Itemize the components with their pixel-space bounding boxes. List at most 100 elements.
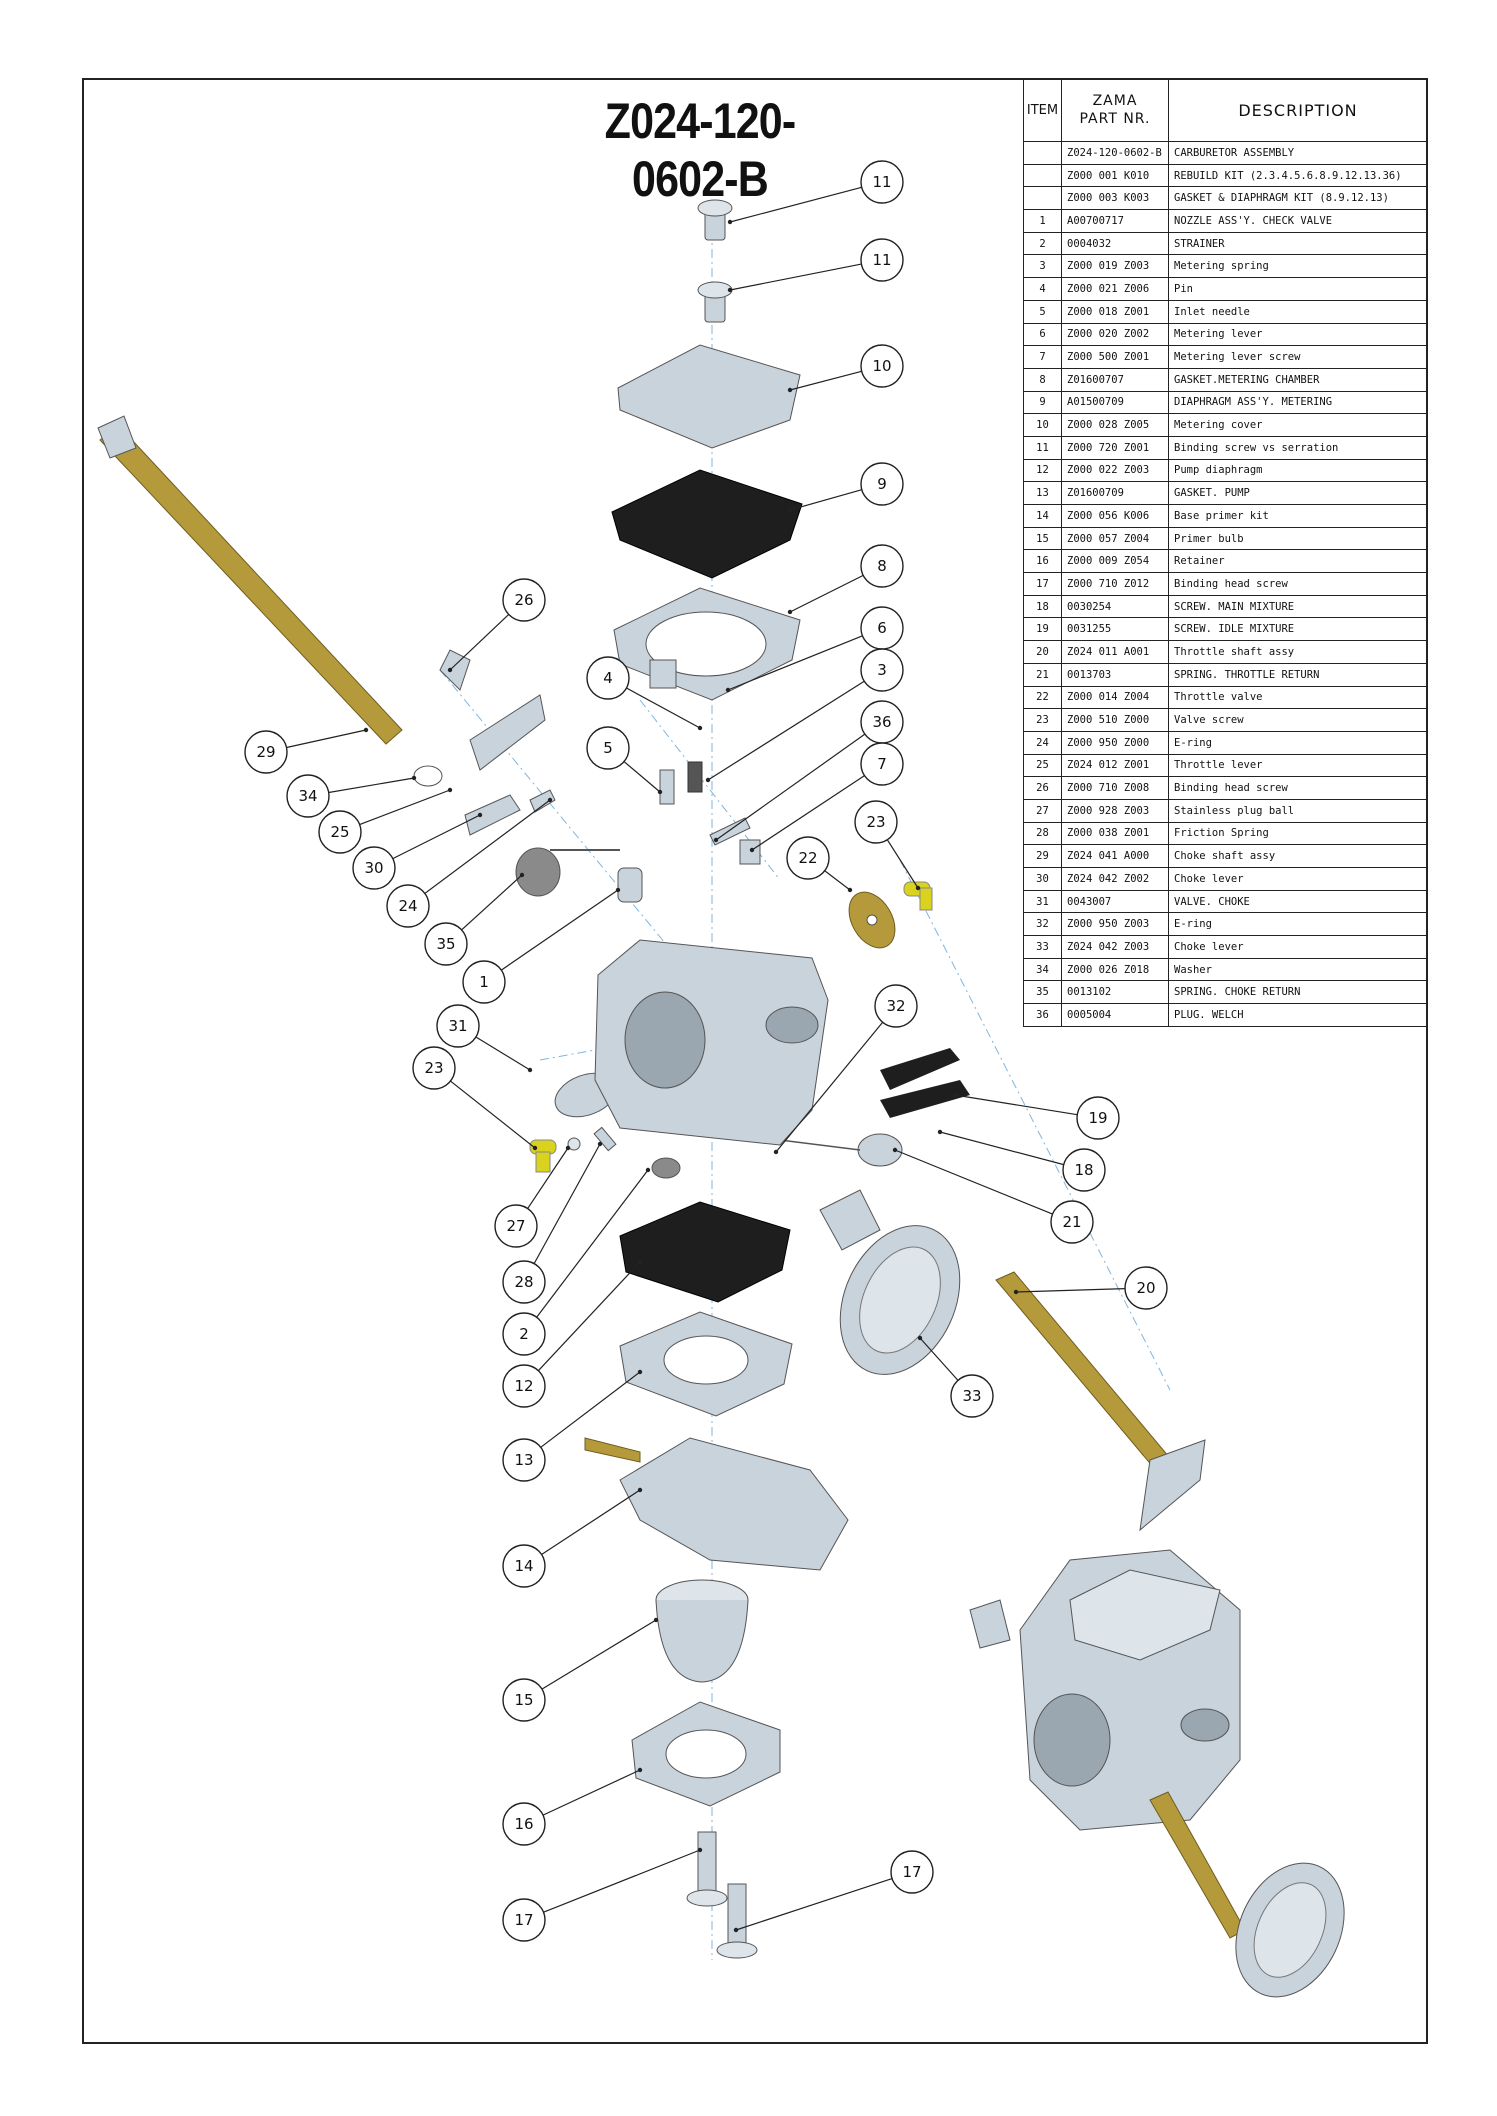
callout-item-15: 15 [502,1617,659,1722]
callout-leader-line [286,729,367,749]
callout-leader-tip [615,887,621,893]
callout-bubble [244,730,288,774]
callout-item-34: 34 [286,774,417,818]
callout-leader-line [715,733,866,841]
callout-leader-line [392,814,481,860]
cover-screws-part [697,199,733,323]
callout-leader-tip [892,1147,898,1153]
callout-leader-tip [713,837,719,843]
callout-leader-line [623,761,661,793]
callout-leader-line [727,635,863,691]
callout-leader-line [789,574,864,613]
row-description: SPRING. CHOKE RETURN [1168,980,1428,1005]
callout-item-11: 11 [727,238,904,293]
callout-item-2: 2 [502,1167,651,1356]
callout-leader-line [894,1149,1053,1215]
callout-item-20: 20 [1013,1266,1168,1310]
callout-bubble [502,1312,546,1356]
row-description: Binding screw vs serration [1168,435,1428,460]
callout-leader-tip [725,687,731,693]
callout-leader-line [475,1036,531,1071]
callout-leader-tip [363,727,369,733]
callout-leader-line [328,777,415,794]
row-part-nr: Z024 042 Z002 [1061,867,1169,891]
choke-lever-part [819,1189,961,1375]
callout-item-5: 5 [586,726,663,795]
row-description: Metering spring [1168,254,1428,279]
callout-leader-line [751,775,865,851]
callout-label: 13 [514,1451,533,1469]
callout-leader-tip [477,812,483,818]
callout-item-10: 10 [787,344,904,393]
callout-label: 1 [479,973,489,991]
callout-item-26: 26 [447,578,546,673]
choke-shaft-part [97,415,403,745]
callout-leader-tip [653,1617,659,1623]
callout-label: 21 [1062,1213,1081,1231]
callout-label: 27 [506,1217,525,1235]
callout-item-6: 6 [725,606,904,693]
callout-item-13: 13 [502,1369,643,1482]
callout-leader-line [735,1878,893,1931]
callout-item-11: 11 [727,160,904,225]
callout-item-16: 16 [502,1767,643,1846]
callout-bubble [424,922,468,966]
callout-leader-tip [727,219,733,225]
callout-leader-tip [952,1092,958,1098]
callout-label: 11 [872,173,891,191]
row-item: 25 [1023,753,1062,778]
callout-label: 29 [256,743,275,761]
callout-item-4: 4 [586,656,703,731]
callout-item-9: 9 [787,462,904,513]
callout-leader-tip [915,885,921,891]
callout-item-21: 21 [892,1147,1094,1244]
callout-label: 10 [872,357,891,375]
assembled-carburetor-view [969,1549,1345,1998]
callout-bubble [860,344,904,388]
callout-label: 32 [886,997,905,1015]
callout-leader-line [543,1849,701,1913]
callout-label: 24 [398,897,417,915]
callout-leader-tip [532,1145,538,1151]
callout-leader-line [541,1489,641,1555]
callout-leader-tip [519,872,525,878]
callout-bubble [502,1260,546,1304]
callout-leader-line [527,1147,569,1209]
callout-leader-tip [565,1145,571,1151]
row-description: Throttle lever [1168,753,1428,778]
callout-bubble [1062,1148,1106,1192]
drawing-title: Z024-120-0602-B [604,93,797,207]
parts-table-header: ITEM ZAMA PART NR. DESCRIPTION [1023,78,1428,142]
row-description: SPRING. THROTTLE RETURN [1168,662,1428,687]
callout-label: 17 [514,1911,533,1929]
callout-bubble [502,1898,546,1942]
callout-leader-line [824,870,851,891]
row-part-nr: Z000 710 Z008 [1061,776,1169,800]
callout-leader-tip [705,777,711,783]
row-description: Choke lever [1168,935,1428,959]
callout-bubble [586,726,630,770]
row-part-nr: Z024 041 A000 [1061,844,1169,868]
parts-table: ITEM ZAMA PART NR. DESCRIPTION Z024-120-… [1023,78,1428,1027]
callout-leader-line [729,263,862,291]
small-parts [413,649,970,1179]
pump-gasket-part [619,1311,793,1417]
row-part-nr: Z000 028 Z005 [1061,413,1169,437]
callout-label: 7 [877,755,887,773]
callout-leader-tip [749,847,755,853]
callout-bubble [1076,1096,1120,1140]
callout-item-35: 35 [424,872,525,966]
callout-leader-tip [447,787,453,793]
row-part-nr: Z000 018 Z001 [1061,299,1169,324]
